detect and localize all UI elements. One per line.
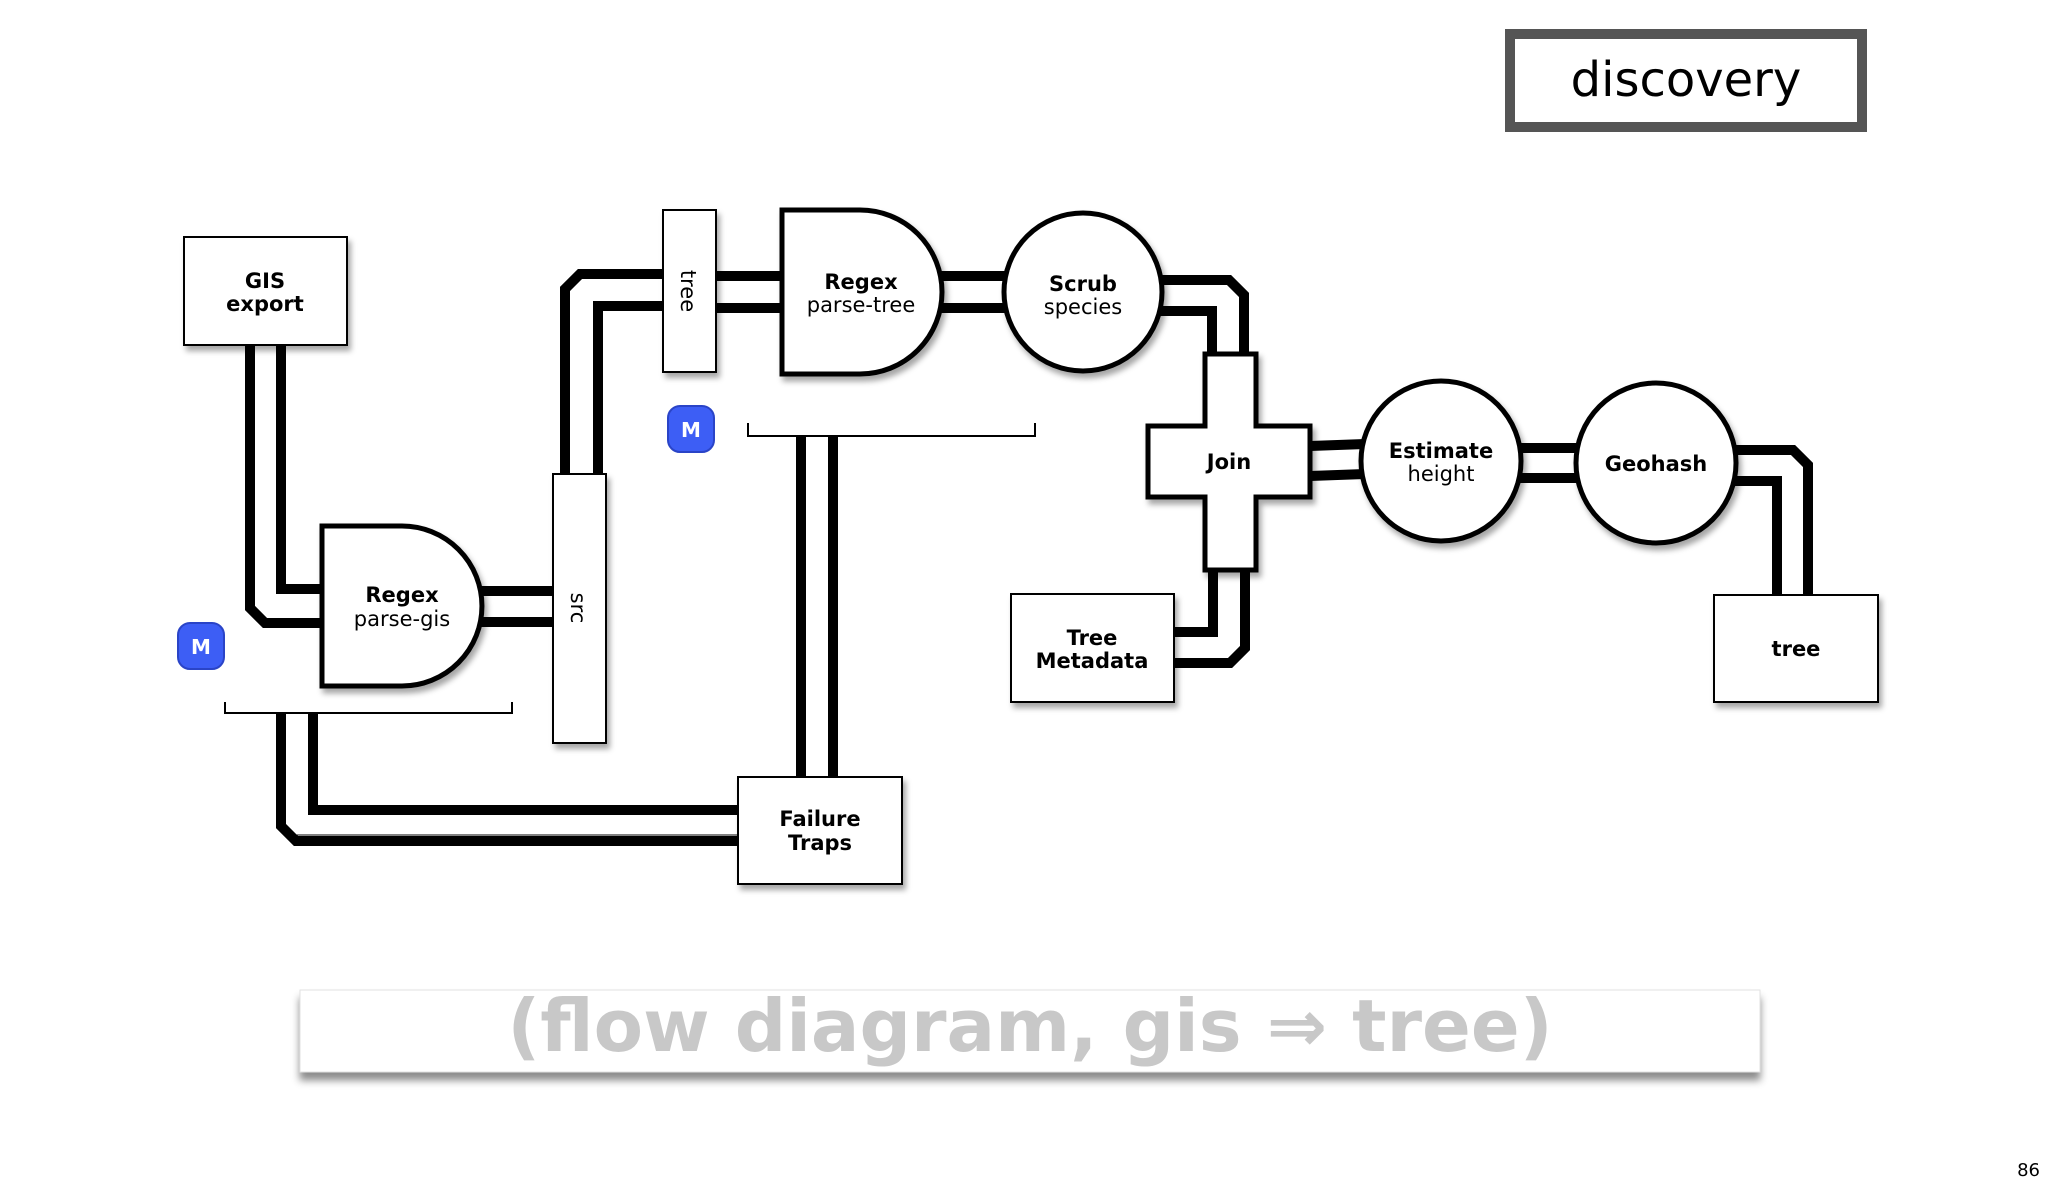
tree-metadata-label-2: Metadata (1036, 649, 1149, 673)
estimate-height-node[interactable] (1358, 378, 1524, 544)
scrub-species-subtitle: species (1044, 295, 1122, 319)
failure-traps-node[interactable] (737, 776, 903, 885)
gis-export-label-2: export (226, 292, 304, 316)
regex-parse-gis-title: Regex (365, 583, 439, 607)
trap-brackets (224, 423, 1036, 714)
trap-bracket-tree (747, 423, 1036, 437)
pipe-join-to-estimate (1309, 439, 1366, 481)
map-badge-tree[interactable]: M (667, 405, 715, 453)
tree-sink-label: tree (1772, 637, 1821, 661)
tree-metadata-label-1: Tree (1067, 626, 1118, 650)
estimate-height-subtitle: height (1408, 462, 1475, 486)
failure-traps-label-1: Failure (779, 807, 860, 831)
pipe-metadata-to-join (1173, 570, 1250, 668)
scrub-species-title: Scrub (1049, 272, 1117, 296)
map-badge-gis-label: M (191, 635, 211, 659)
gis-export-source[interactable] (183, 236, 348, 346)
pipe-scrub-to-join (1160, 275, 1249, 354)
src-tap-label: src (566, 593, 590, 624)
regex-parse-tree-node[interactable] (779, 207, 945, 377)
title-box: discovery (1505, 29, 1867, 132)
estimate-height-title: Estimate (1389, 439, 1493, 463)
page-number: 86 (2017, 1160, 2040, 1181)
regex-parse-tree-title: Regex (824, 270, 898, 294)
failure-traps-label-2: Traps (788, 831, 852, 855)
map-badge-tree-label: M (681, 418, 701, 442)
caption-bar (299, 989, 1761, 1073)
scrub-species-node[interactable] (1001, 210, 1165, 374)
regex-parse-gis-node[interactable] (319, 523, 485, 689)
pipe-regex-to-src (478, 586, 553, 627)
pipe-trap-tree-to-failure (796, 437, 838, 777)
geohash-label: Geohash (1605, 452, 1707, 476)
regex-parse-tree-subtitle: parse-tree (807, 293, 916, 317)
gis-export-label-1: GIS (245, 269, 285, 293)
tree-tap-label: tree (676, 270, 700, 312)
pipes (245, 269, 1813, 846)
map-badge-gis[interactable]: M (177, 622, 225, 670)
pipe-geohash-to-sink (1735, 445, 1813, 595)
geohash-node[interactable] (1573, 380, 1739, 546)
pipe-regex-to-scrub (940, 271, 1005, 313)
pipe-estimate-to-geohash (1520, 443, 1580, 483)
pipe-gis-to-regex (245, 346, 322, 628)
slide-title: discovery (1571, 52, 1802, 108)
src-tap[interactable] (552, 473, 607, 744)
trap-bracket-gis (224, 702, 513, 714)
regex-parse-gis-subtitle: parse-gis (354, 607, 450, 631)
join-node[interactable] (1145, 351, 1313, 573)
join-label: Join (1205, 450, 1251, 474)
caption-text: (flow diagram, gis ⇒ tree) (507, 984, 1552, 1068)
tree-tap[interactable] (662, 209, 717, 373)
pipe-tree-to-regex (716, 271, 783, 313)
tree-sink[interactable] (1713, 594, 1879, 703)
tree-metadata-source[interactable] (1010, 593, 1175, 703)
pipe-src-to-tree (560, 269, 662, 473)
pipe-trap-gis-to-failure (276, 713, 738, 846)
